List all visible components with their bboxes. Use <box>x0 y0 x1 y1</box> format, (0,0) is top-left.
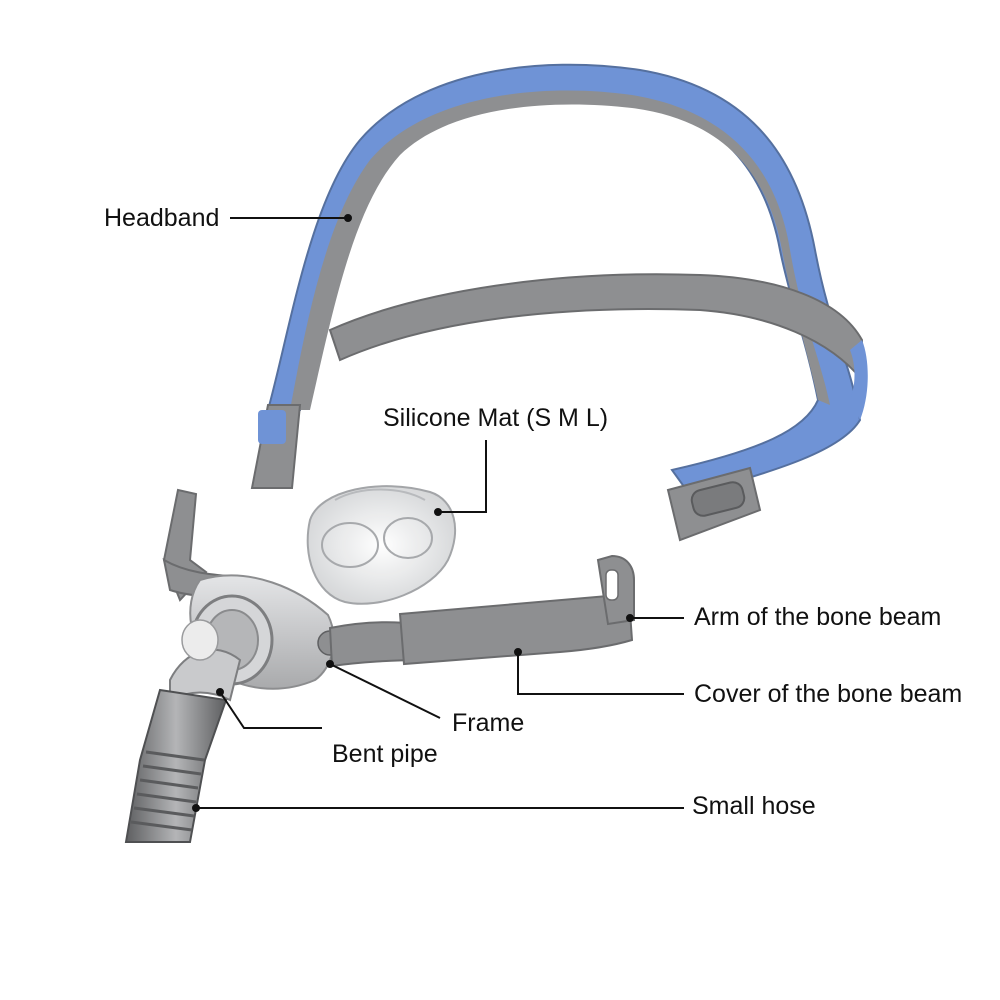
headband-label: Headband <box>104 204 220 232</box>
bent-pipe-label: Bent pipe <box>332 740 438 768</box>
bone-beam-arm <box>328 554 635 668</box>
cover-of-bone-beam-label: Cover of the bone beam <box>694 680 963 708</box>
leader-lines <box>192 214 684 812</box>
small-hose <box>124 688 228 843</box>
arm-of-bone-beam-label: Arm of the bone beam <box>694 603 942 631</box>
silicone-cushion <box>306 485 457 605</box>
frame-label: Frame <box>452 709 525 737</box>
vent-mesh <box>181 619 219 661</box>
small-hose-label: Small hose <box>692 792 816 820</box>
headband-strap <box>250 63 868 542</box>
bent-pipe <box>169 594 274 702</box>
silicone-mat-label: Silicone Mat (S M L) <box>383 404 609 432</box>
